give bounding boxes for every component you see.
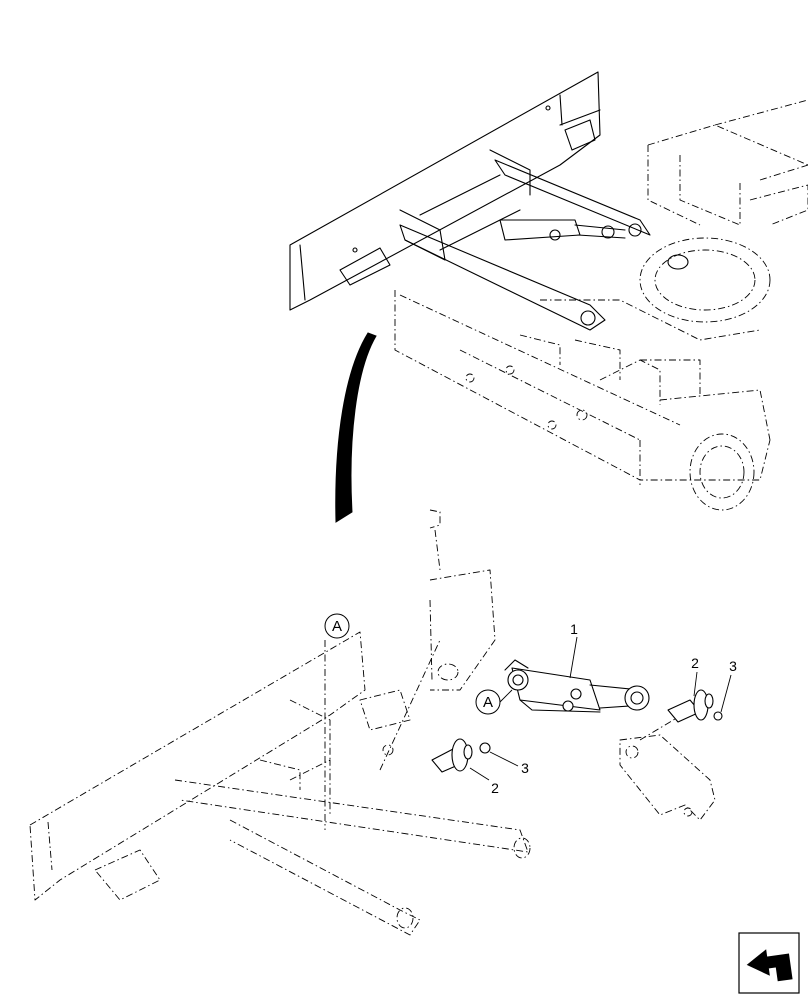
top-assembly [289, 71, 808, 511]
callout-3-left: 3 [521, 760, 529, 776]
transition-arrow [335, 332, 377, 523]
hydraulic-cylinder [504, 659, 650, 713]
pin-left [431, 738, 491, 773]
callout-3-right: 3 [729, 658, 737, 674]
blade-frame [399, 149, 651, 331]
bottom-assembly: 1 2 3 2 3 A A [29, 509, 737, 936]
detail-blade-frame [29, 509, 531, 936]
dozer-blade [289, 71, 601, 311]
pin-right [667, 689, 723, 723]
callout-1: 1 [570, 621, 578, 637]
undercarriage-frame [394, 99, 808, 511]
next-page-arrow-icon[interactable] [738, 932, 800, 994]
callout-2-left: 2 [491, 780, 499, 796]
callout-2-right: 2 [691, 655, 699, 671]
detail-ref-a-frame-label: A [332, 618, 342, 635]
leader-lines [469, 636, 732, 781]
detail-ref-a-frame: A [324, 613, 350, 639]
installed-cylinder [499, 219, 689, 270]
mounting-bracket [619, 709, 716, 821]
detail-ref-a-cylinder: A [475, 689, 513, 715]
detail-ref-a-cylinder-label: A [483, 694, 493, 711]
